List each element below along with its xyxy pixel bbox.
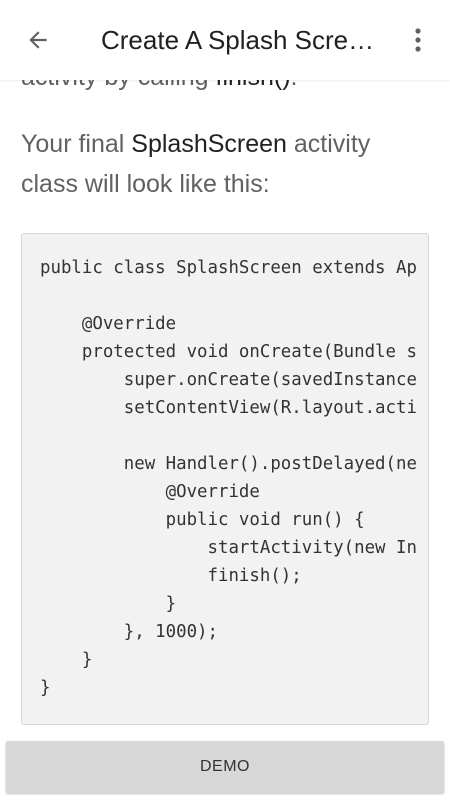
paragraph-class-name: SplashScreen [131,130,287,158]
back-button[interactable] [18,22,58,58]
arrow-back-icon [29,31,47,49]
page-title: Create A Splash Scre… [101,25,375,55]
demo-button[interactable]: DEMO [6,741,444,793]
article-content[interactable]: activity by calling finish(). Your final… [0,0,450,735]
article-paragraph: Your final SplashScreen activity class w… [21,124,421,204]
bottom-bar: DEMO [0,735,450,800]
paragraph-text: Your final [21,130,132,158]
code-block[interactable]: public class SplashScreen extends Ap @Ov… [21,233,429,725]
paragraph-text-end: activity class will look like this: [21,130,371,198]
overflow-menu-button[interactable] [398,20,438,60]
code-text: public class SplashScreen extends Ap @Ov… [40,258,417,698]
more-vert-icon [415,28,421,52]
app-bar: Create A Splash Scre… [0,0,450,80]
